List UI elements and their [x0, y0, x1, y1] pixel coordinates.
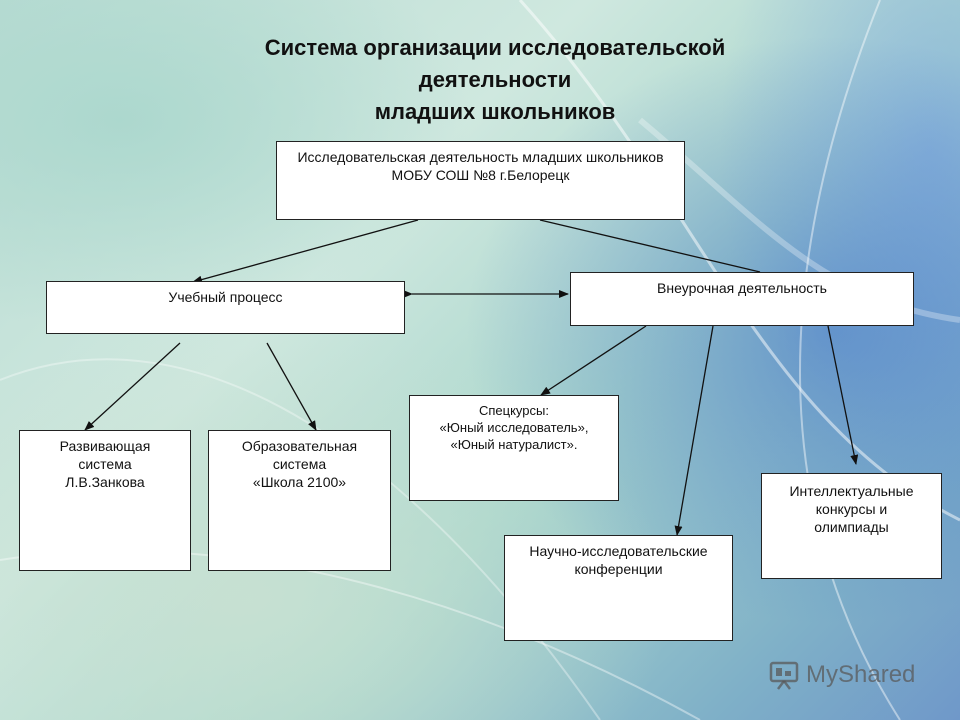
node-learning-process: Учебный процесс: [46, 281, 405, 334]
diagram-title: Система организации исследовательской де…: [160, 32, 830, 128]
node-school2100-line-1: Образовательная: [241, 438, 358, 454]
node-zankov-line-1: Развивающая: [59, 438, 151, 454]
watermark: MyShared: [768, 655, 915, 695]
line-root-to-extracurricular: [539, 219, 761, 273]
arrow-learning-to-zankov: [84, 342, 181, 431]
node-special-courses: Спецкурсы: «Юный исследователь», «Юный н…: [409, 395, 619, 501]
node-conferences: Научно-исследовательские конференции: [504, 535, 733, 641]
arrow-learning-to-school2100: [266, 342, 317, 431]
arrow-extracurricular-to-conferences: [674, 325, 714, 536]
arrow-root-to-learning: [192, 219, 419, 284]
node-zankov-line-2: система: [78, 456, 132, 472]
node-root: Исследовательская деятельность младших ш…: [276, 141, 685, 220]
presentation-board-icon: [769, 661, 799, 690]
title-line-3: младших школьников: [374, 99, 616, 124]
node-contests-line-1: Интеллектуальные: [789, 483, 914, 499]
node-courses-line-1: Спецкурсы:: [479, 403, 549, 418]
node-courses-line-2: «Юный исследователь»,: [439, 420, 589, 435]
node-zankov-line-3: Л.В.Занкова: [65, 474, 145, 490]
node-conferences-line-2: конференции: [574, 561, 663, 577]
node-school-2100: Образовательная система «Школа 2100»: [208, 430, 391, 571]
arrow-extracurricular-to-contests: [827, 325, 859, 465]
arrow-extracurricular-to-courses: [540, 325, 647, 396]
node-root-label: Исследовательская деятельность младших ш…: [297, 149, 664, 183]
node-zankov-system: Развивающая система Л.В.Занкова: [19, 430, 191, 571]
node-school2100-line-2: система: [272, 456, 327, 472]
node-courses-line-3: «Юный натуралист».: [450, 437, 578, 452]
node-contests: Интеллектуальные конкурсы и олимпиады: [761, 473, 942, 579]
node-conferences-line-1: Научно-исследовательские: [529, 543, 708, 559]
title-line-2: деятельности: [418, 67, 572, 92]
node-contests-line-3: олимпиады: [814, 519, 889, 535]
node-learning-label: Учебный процесс: [168, 289, 283, 305]
watermark-text: MyShared: [806, 661, 916, 688]
node-extracurricular-label: Внеурочная деятельность: [657, 280, 827, 296]
node-school2100-line-3: «Школа 2100»: [252, 474, 347, 490]
title-line-1: Система организации исследовательской: [264, 35, 726, 60]
node-contests-line-2: конкурсы и: [815, 501, 888, 517]
node-extracurricular: Внеурочная деятельность: [570, 272, 914, 326]
